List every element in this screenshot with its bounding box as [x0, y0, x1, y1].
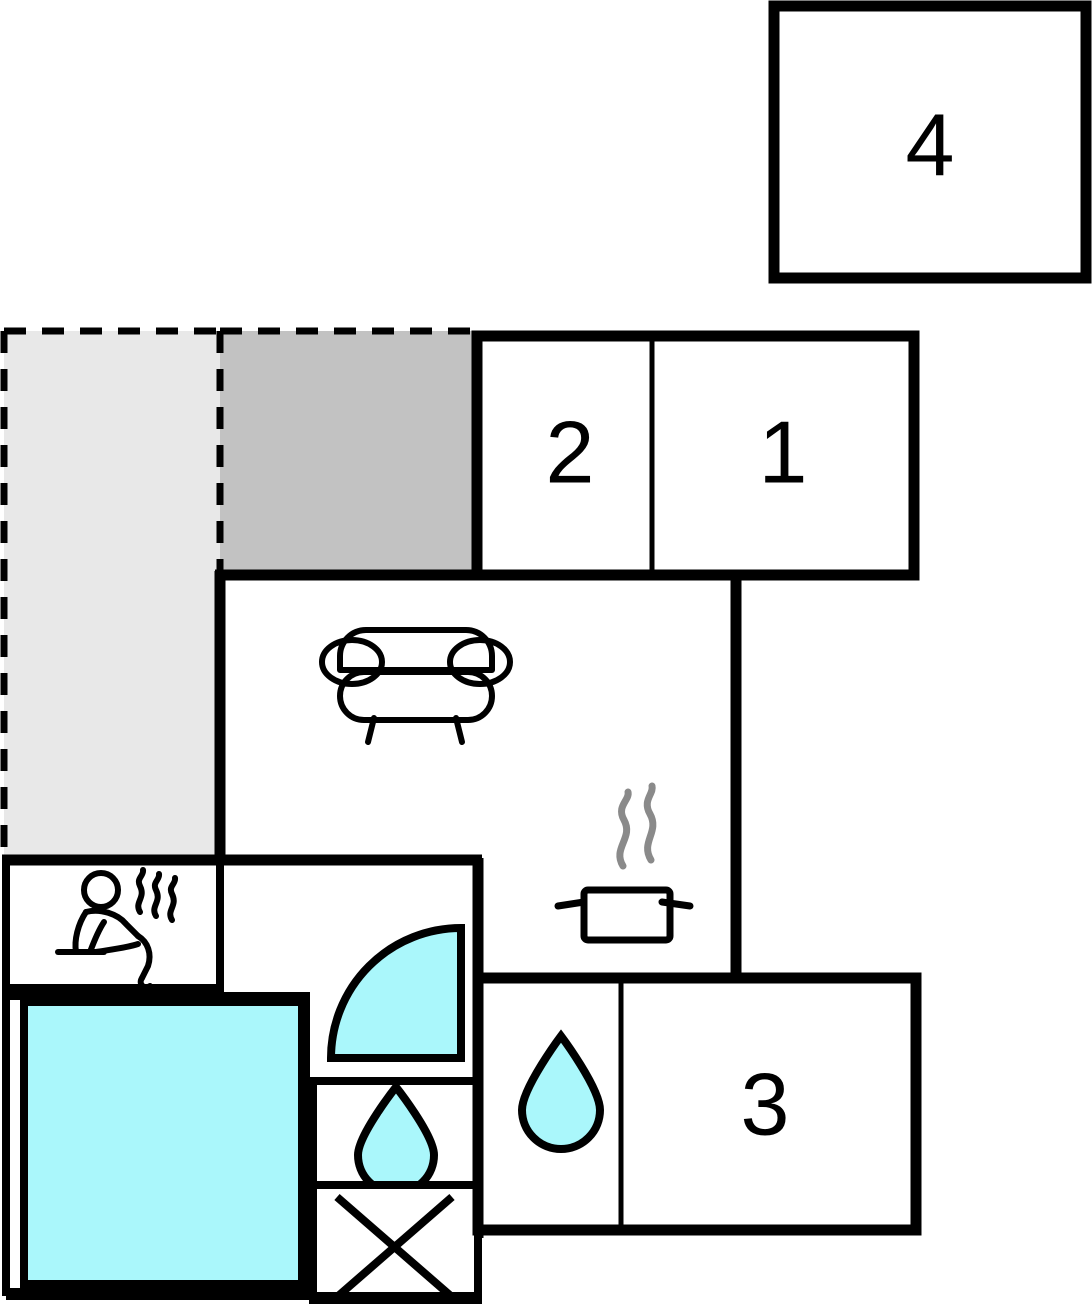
- cooking-pot-icon: [554, 782, 694, 944]
- terrace-dark-group[interactable]: [216, 327, 472, 571]
- sauna-person-shoulder: [83, 907, 141, 939]
- terrace-light-group[interactable]: [0, 327, 220, 855]
- sauna-person-back: [72, 909, 89, 955]
- wc-water-drop-icon: [517, 1029, 605, 1153]
- sauna-steam-3: [167, 875, 179, 923]
- sofa-backrest: [337, 627, 495, 673]
- sofa-leg-left: [365, 715, 377, 745]
- sauna-person-foot: [137, 975, 153, 991]
- sauna-steam-1: [135, 867, 147, 915]
- rooms-1-2-outline: [471, 330, 920, 581]
- room-4-label: 4: [906, 96, 955, 195]
- wall-connectors: [2, 570, 742, 1300]
- pot-steam-right: [643, 782, 657, 864]
- sofa-arm-right: [447, 637, 513, 687]
- sofa-leg-right: [453, 715, 465, 745]
- terrace-light-fill[interactable]: [4, 331, 220, 855]
- sauna-person-knee: [87, 919, 107, 955]
- pot-steam-left: [616, 788, 632, 870]
- sauna-person-head: [81, 870, 121, 910]
- sofa-arm-left: [319, 637, 385, 687]
- pot-body: [580, 886, 674, 944]
- pool-water-fill[interactable]: [20, 998, 306, 1288]
- sauna-person-leg: [135, 933, 153, 981]
- rooms-1-2-group: 2 1: [471, 330, 920, 581]
- cross-mark-icon-stroke-2: [334, 1193, 455, 1301]
- sauna-room-group[interactable]: [2, 856, 224, 992]
- crossed-cell-group[interactable]: [309, 1181, 482, 1304]
- room-4-outline[interactable]: [768, 0, 1092, 284]
- sofa-seat: [337, 669, 495, 723]
- pot-handle-left: [554, 898, 588, 910]
- room-1-label: 1: [759, 403, 808, 502]
- room-3-label: 3: [741, 1055, 790, 1154]
- washbasin-cell-group[interactable]: [309, 1077, 482, 1197]
- sofa-icon: [319, 627, 513, 745]
- room-4-group[interactable]: 4: [768, 0, 1092, 284]
- shower-quarter-circle-icon[interactable]: [326, 923, 465, 1062]
- terrace-dark-fill[interactable]: [220, 331, 472, 571]
- sauna-steam-2: [151, 871, 163, 919]
- pot-handle-right: [658, 898, 694, 910]
- pool-room-group[interactable]: [2, 992, 310, 1296]
- room-2-label: 2: [546, 403, 595, 502]
- bathroom-shower-group[interactable]: [326, 923, 465, 1062]
- lower-band-group: 3: [472, 972, 922, 1236]
